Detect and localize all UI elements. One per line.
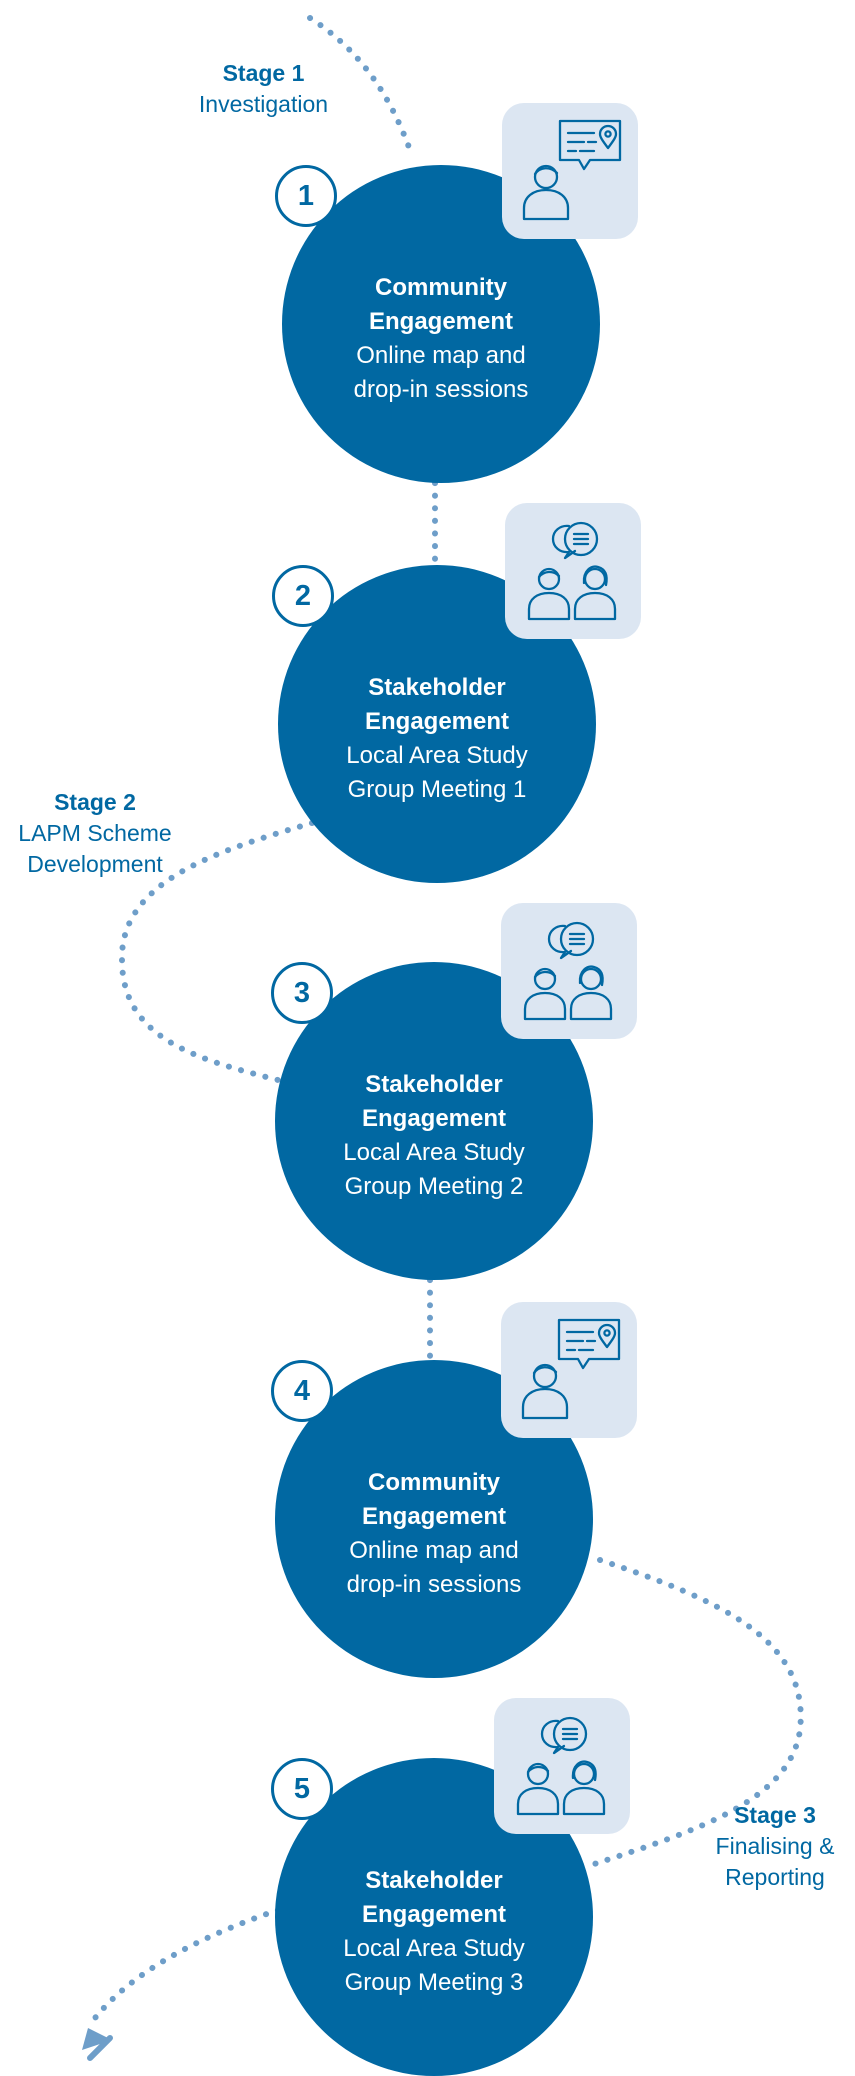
step-2-sub-line1: Local Area Study [346,742,528,769]
step-2-sub-line2: Group Meeting 1 [347,776,527,803]
step-5-title-line2: Engagement [361,1901,507,1928]
step-5-number-badge: 5 [271,1758,333,1820]
step-5-icon-tile [494,1698,630,1834]
step-5-sub-line2: Group Meeting 3 [344,1969,524,1996]
online-map-icon [521,1318,621,1420]
meeting-icon [516,1716,606,1816]
stage-1-title: Stage 1 [222,60,305,86]
step-5-sub-line1: Local Area Study [343,1935,525,1962]
step-1-sub-line2: drop-in sessions [353,376,529,403]
step-4-sub-line1: Online map and [349,1537,519,1564]
path-segment-4-5 [585,1557,804,1869]
step-4-icon-tile [501,1302,637,1438]
step-3-title-line2: Engagement [361,1105,507,1132]
stage-3-subtitle-line2: Reporting [725,1864,825,1890]
step-3-number-badge: 3 [271,962,333,1024]
step-2-title-line2: Engagement [364,708,510,735]
stage-3-subtitle-line1: Finalising & [715,1833,835,1859]
step-4-sub-line2: drop-in sessions [346,1571,522,1598]
meeting-icon [527,521,617,621]
step-3-sub-line1: Local Area Study [343,1139,525,1166]
stage-3-label: Stage 3 Finalising & Reporting [700,1800,850,1893]
step-2-number-badge: 2 [272,565,334,627]
step-2-title-line1: Stakeholder [368,674,506,701]
stage-1-subtitle: Investigation [198,91,329,117]
step-5-title-line1: Stakeholder [365,1867,503,1894]
step-3-icon-tile [501,903,637,1039]
stage-1-label: Stage 1 Investigation [176,58,351,120]
step-4-title-line2: Engagement [361,1503,507,1530]
step-4-number-badge: 4 [271,1360,333,1422]
step-4-title-line1: Community [368,1469,500,1496]
meeting-icon [523,921,613,1021]
stage-2-subtitle-line2: Development [27,851,163,877]
step-2-icon-tile [505,503,641,639]
path-segment-end [92,1907,281,2021]
step-1-icon-tile [502,103,638,239]
stage-2-subtitle-line1: LAPM Scheme [18,820,172,846]
arrow-head-icon [82,2028,112,2050]
step-1-number-badge: 1 [275,165,337,227]
stage-2-title: Stage 2 [54,789,136,815]
step-3-sub-line2: Group Meeting 2 [344,1173,524,1200]
step-1-title-line2: Engagement [368,308,514,335]
stage-3-title: Stage 3 [734,1802,816,1828]
step-1-title-line1: Community [375,274,507,301]
stage-2-label: Stage 2 LAPM Scheme Development [10,787,180,880]
step-3-title-line1: Stakeholder [365,1071,503,1098]
step-1-circle: Community Engagement Online map and drop… [282,165,600,483]
step-1-sub-line1: Online map and [356,342,526,369]
online-map-icon [522,119,622,221]
path-segment-2-3 [118,820,315,1083]
